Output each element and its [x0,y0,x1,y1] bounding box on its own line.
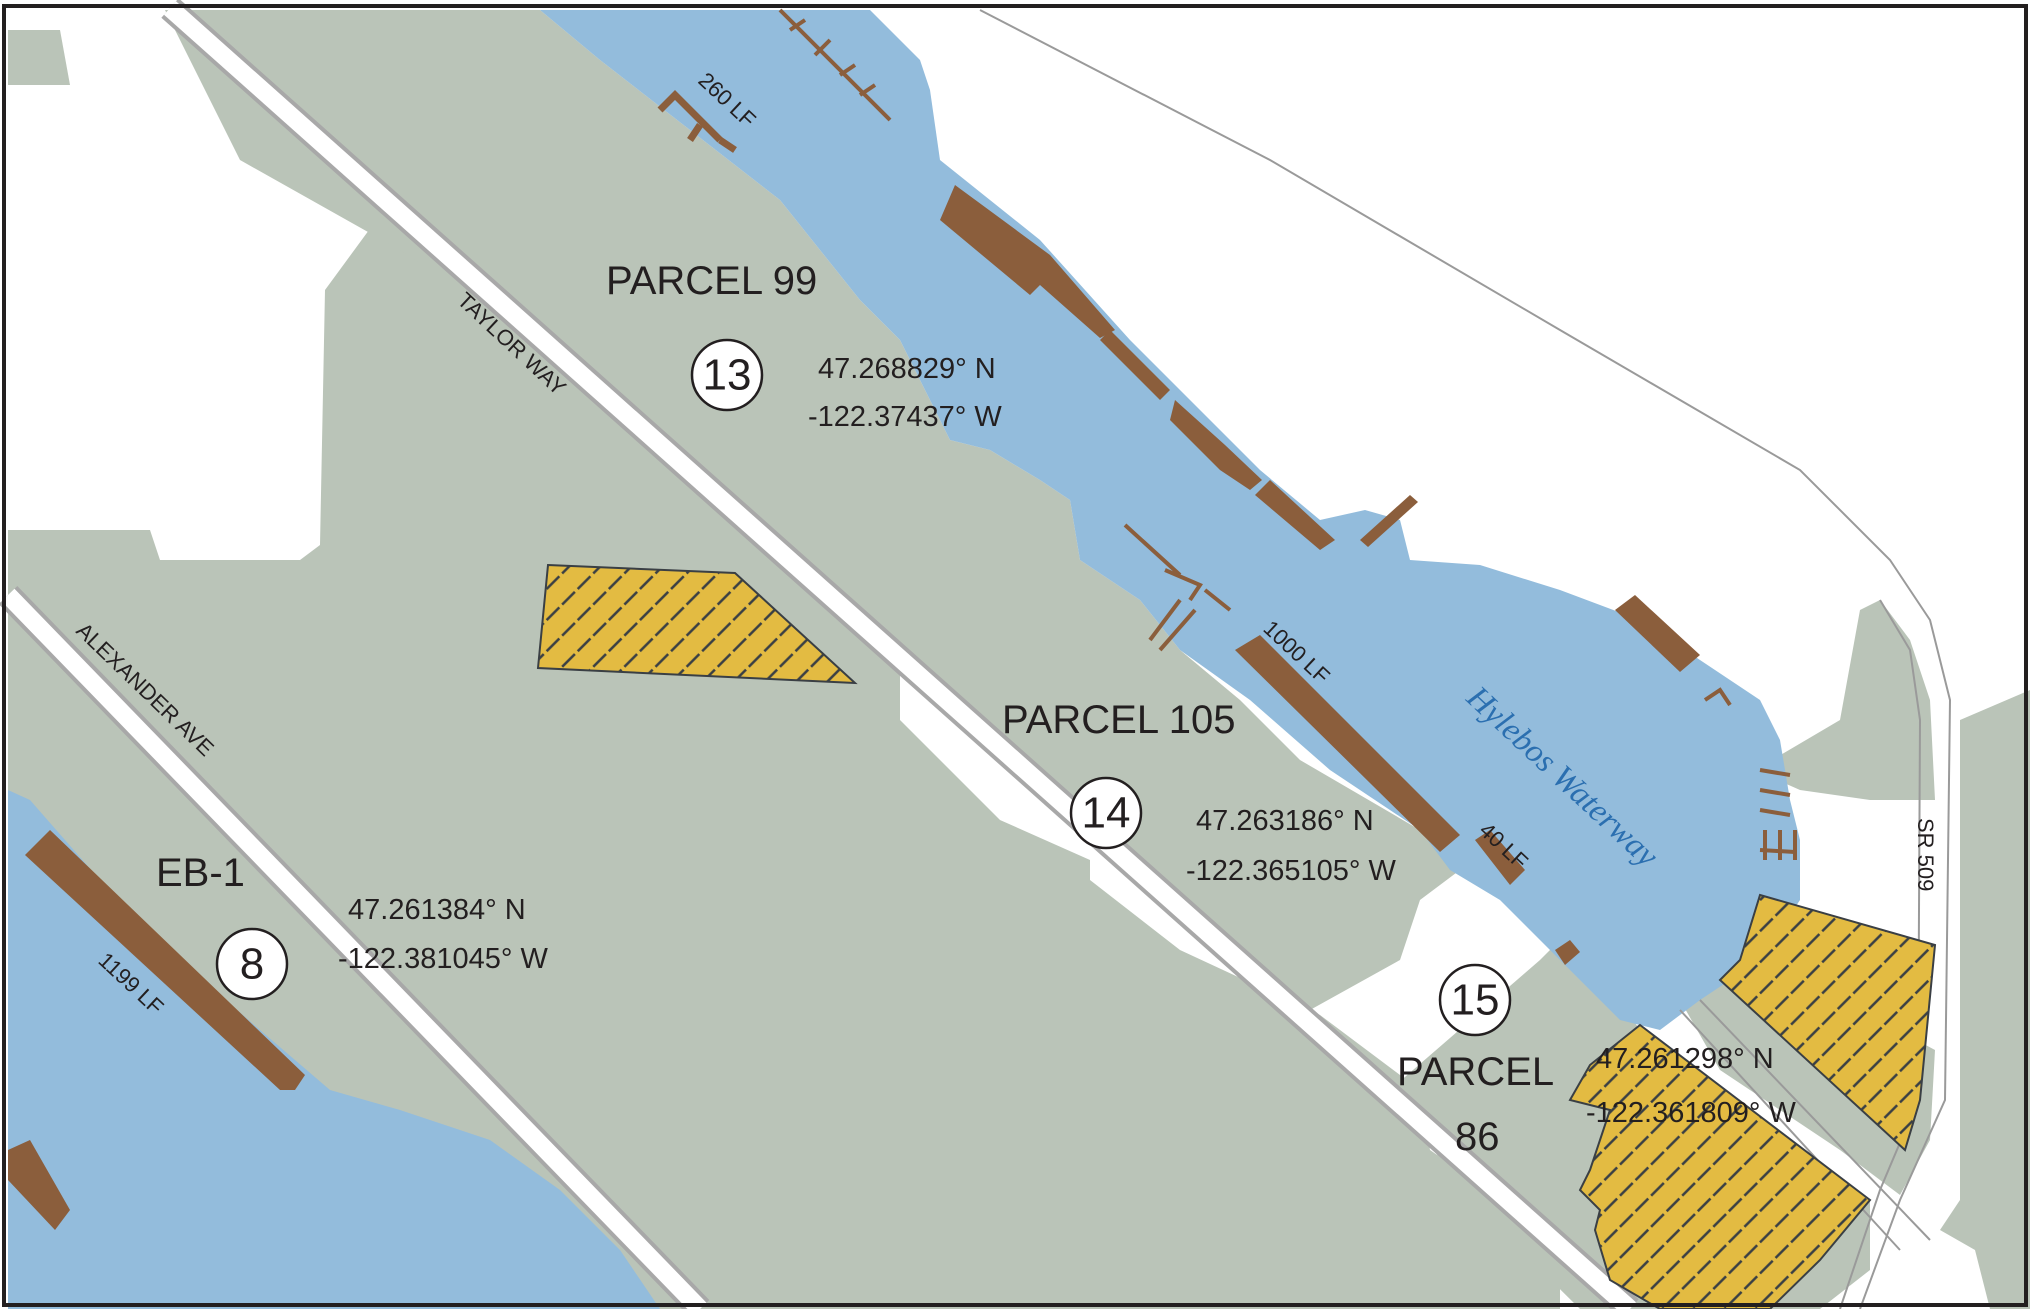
parcel-86-label-line1: PARCEL [1397,1050,1554,1094]
svg-text:14: 14 [1082,789,1131,838]
pier-40-lf [1475,830,1525,885]
parcel-86-lon: -122.361809° W [1586,1097,1797,1129]
dock-fingers-mid [1123,523,1232,652]
water-areas [8,10,1800,1309]
parcel-105-label: PARCEL 105 [1002,698,1235,742]
land-far-right [1755,600,1935,800]
sr-509-label: SR 509 [1913,818,1938,891]
land-areas [8,10,2030,1309]
pier-260-lf [657,90,737,153]
hylebos-waterway-water [540,10,1800,1030]
dock-fingers-east [1703,687,1797,860]
land-parcel-99-105 [165,10,1460,1010]
land-right-edge [1940,690,2030,1309]
sr-509-road [979,9,1952,1309]
svg-text:15: 15 [1451,976,1500,1025]
alexander-ave-road-center [1,588,707,1309]
water-bottom-left [8,790,660,1309]
pier-1000-lf [1235,635,1460,852]
parcel-99-lat: 47.268829° N [818,353,996,385]
pier-segment-3 [1170,400,1262,490]
pier-segment-2 [1100,330,1170,400]
eb-1-lon: -122.381045° W [338,943,549,975]
pier-1199-lf [25,830,305,1090]
parcel-99-lon: -122.37437° W [808,401,1002,433]
pier-east-bank [1615,595,1700,672]
parcel-99-label: PARCEL 99 [606,259,817,303]
eb-1-label: EB-1 [156,851,245,895]
piers [8,8,1797,1230]
land-top-left [8,30,70,85]
pier-small-south [1555,940,1580,965]
pier-stub-east [1360,495,1418,547]
land-left-parcel [8,215,1560,1309]
svg-text:8: 8 [240,940,264,989]
taylor-way-road-center [164,1,1636,1309]
roads [0,0,1952,1309]
dock-fingers-north [778,8,892,122]
pier-segment-4 [1255,480,1335,550]
pier-bottom-left [8,1140,70,1230]
parcel-86-label-line2: 86 [1455,1115,1500,1159]
parcel-105-lon: -122.365105° W [1186,855,1397,887]
eb-1-lat: 47.261384° N [348,894,526,926]
hatched-area-icon [536,563,858,685]
eb-1-marker[interactable]: 8 [215,927,289,1001]
frontage-road-east-2 [1679,1009,1901,1251]
svg-text:13: 13 [703,351,752,400]
frontage-road-east [1699,999,1931,1241]
map-frame [2,4,2028,1307]
parcel-105-lat: 47.263186° N [1196,805,1374,837]
parcel-105-marker[interactable]: 14 [1069,776,1143,850]
hatched-area-sr509 [1718,893,1937,1152]
hatched-area-parcel-86 [1568,1023,1872,1309]
sr-509-road-inner [1839,599,1922,1309]
parcel-86-lat: 47.261298° N [1596,1043,1774,1075]
pier-icon [940,185,1115,338]
parcel-99-marker[interactable]: 13 [690,338,764,412]
parcel-86-marker[interactable]: 15 [1438,963,1512,1037]
hatched-areas [536,563,1937,1309]
